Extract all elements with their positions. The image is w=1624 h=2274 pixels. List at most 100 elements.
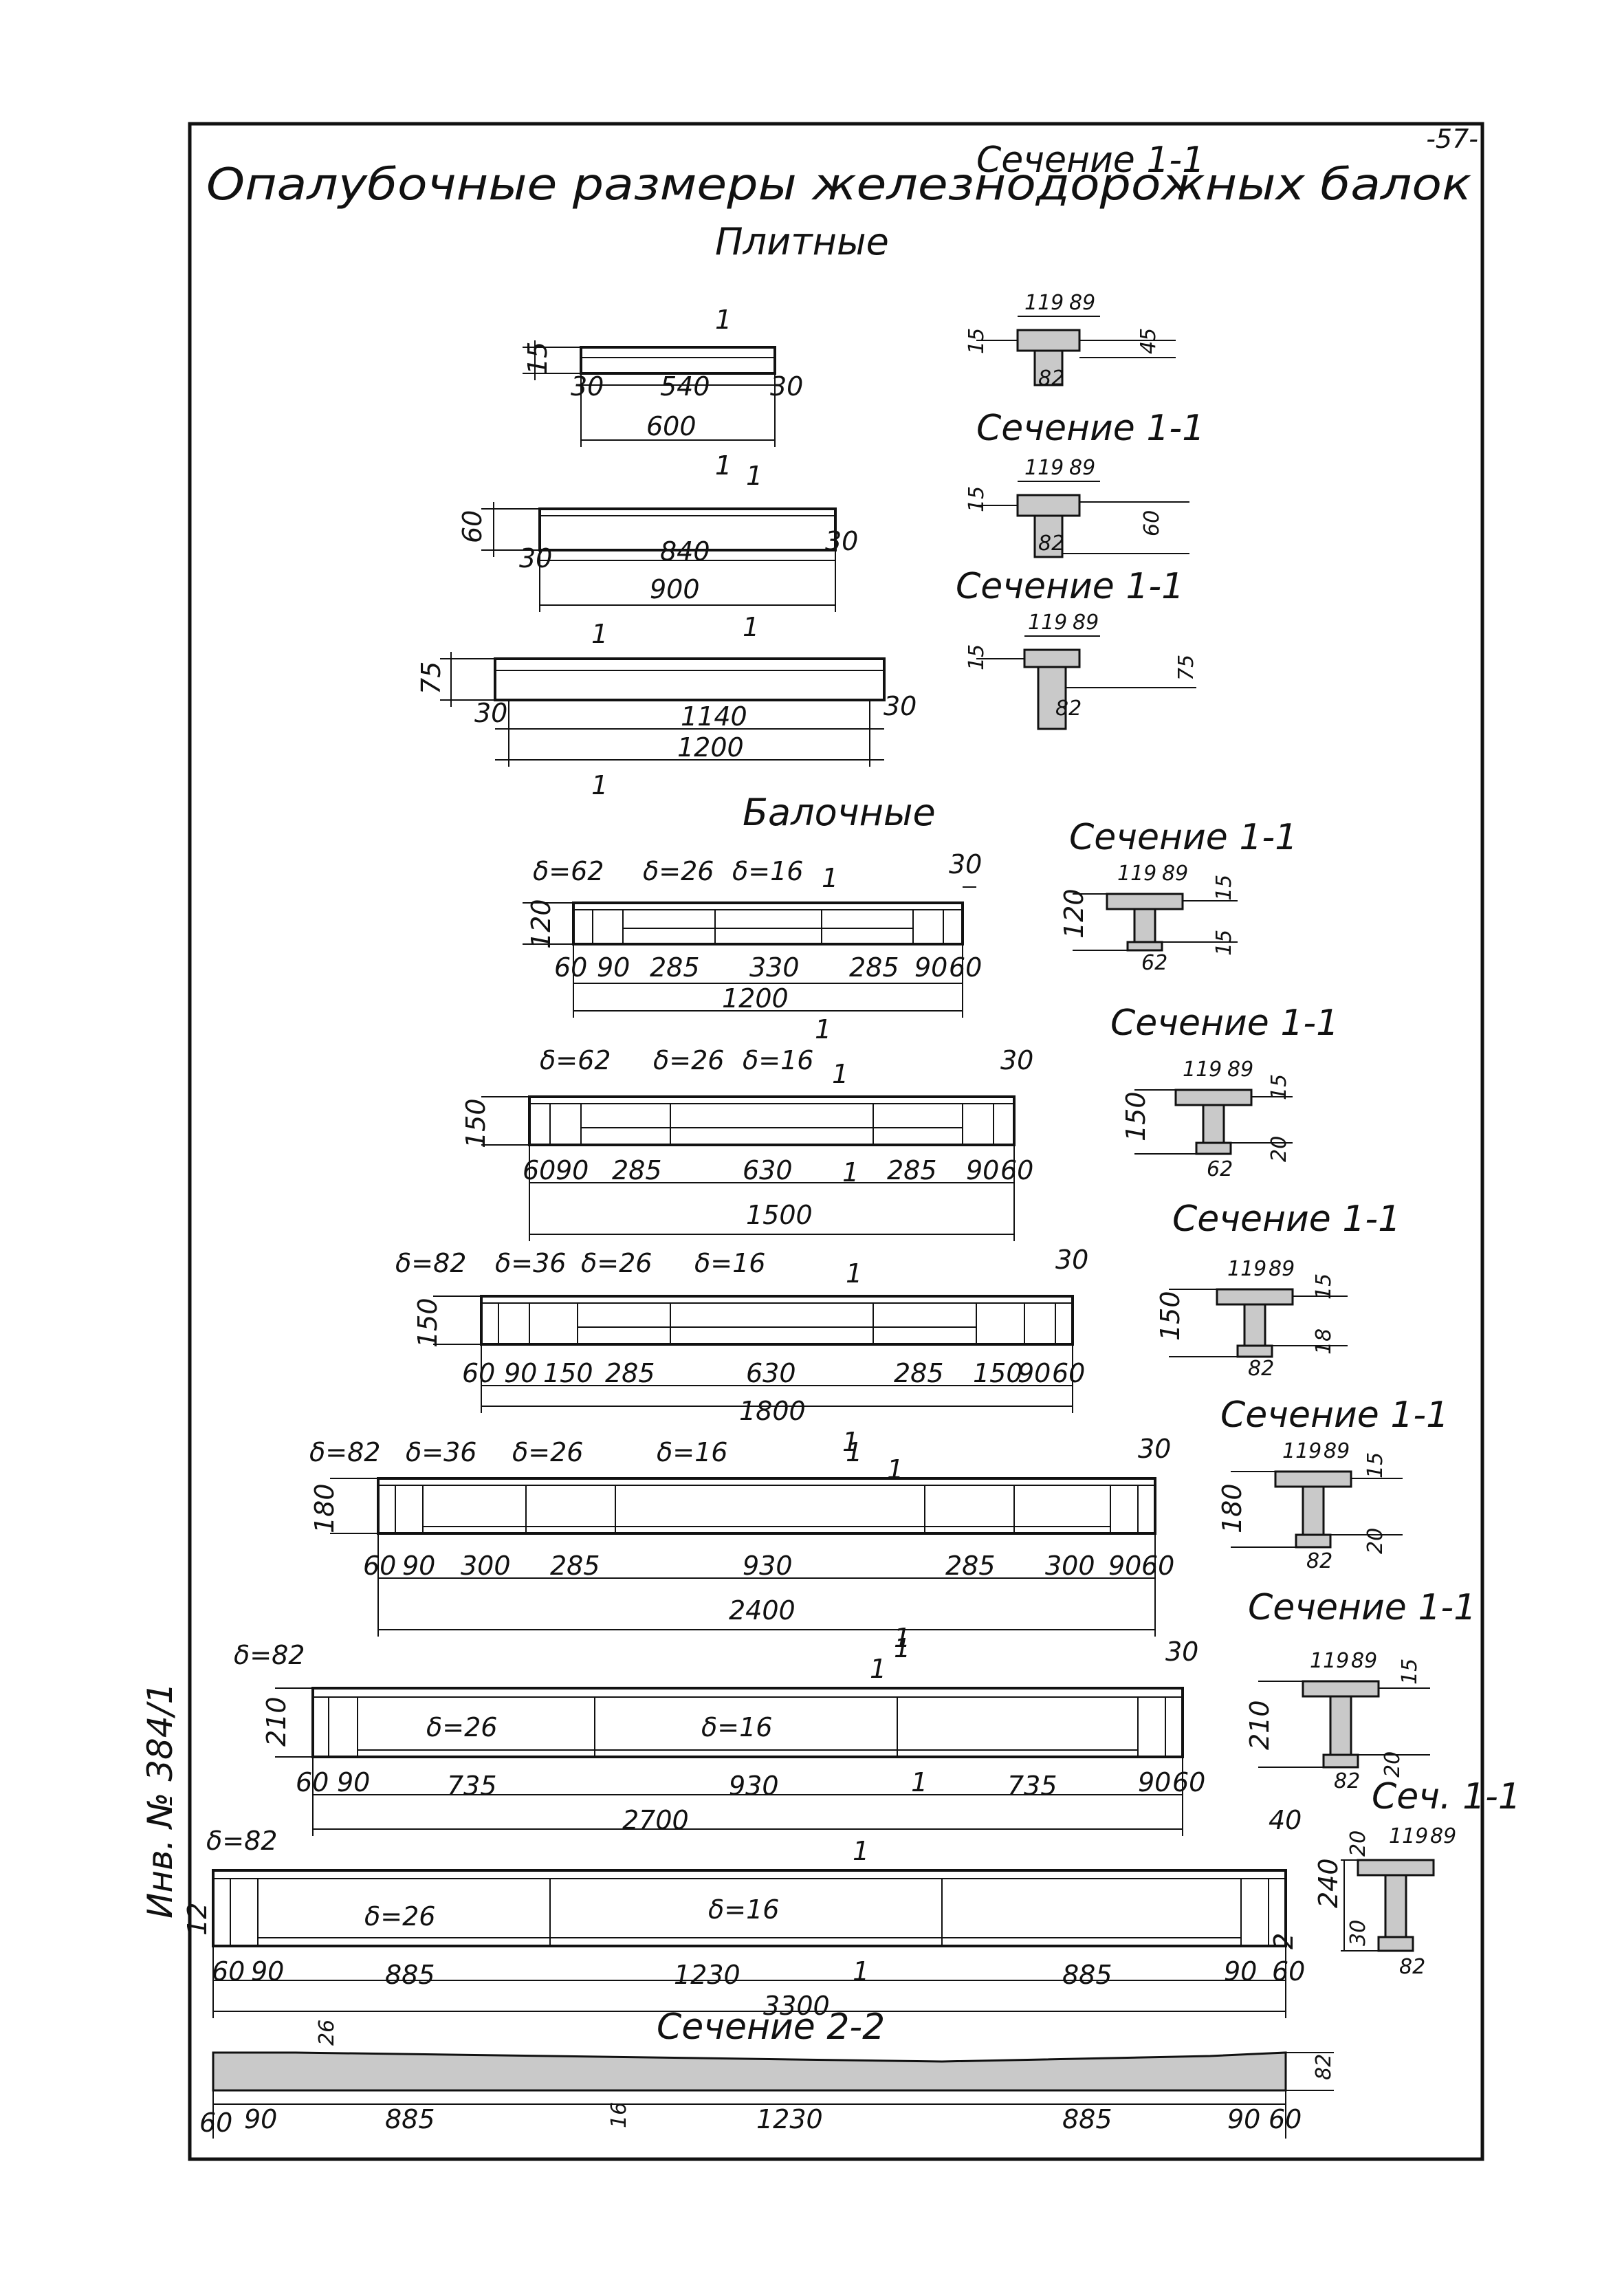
beam-6-seg: 60 (1272, 1956, 1305, 1987)
section-label: Сечение 1-1 (1220, 1395, 1449, 1436)
beam-3-seg: 150 (543, 1358, 593, 1388)
cut-mark: 1 (591, 770, 608, 800)
beam-3-seg: 285 (894, 1358, 944, 1388)
slab-3-end-right: 30 (884, 691, 917, 721)
beam-5-seg: 90 (1138, 1767, 1171, 1797)
cut-mark: 1 (842, 1157, 859, 1188)
beam-5-seg: 930 (729, 1771, 779, 1801)
beam-6-sec-height: 240 (1313, 1858, 1343, 1908)
beam-3-sec-top-right: 89 (1269, 1257, 1295, 1281)
beam-3-section (1169, 1288, 1348, 1358)
beam-4-end: 30 (1138, 1434, 1171, 1464)
section-2-2-seg: 60 (1269, 2104, 1302, 2134)
beam-4-seg: 60 (1141, 1551, 1174, 1581)
beam-1-seg: 90 (597, 952, 630, 983)
beam-5-sec-top-right: 89 (1351, 1649, 1377, 1673)
beam-5-height: 210 (261, 1696, 292, 1747)
section-label: Сечение 1-1 (976, 408, 1205, 449)
section-2-2-profile (212, 2051, 1334, 2139)
beam-2-total: 1500 (746, 1200, 813, 1230)
section-2-2-seg: 90 (1227, 2104, 1260, 2134)
slab-2-sec-bottom: 82 (1038, 532, 1064, 556)
beam-4-seg: 90 (1108, 1551, 1141, 1581)
slab-1-section (976, 316, 1176, 386)
beam-3-sec-bottom: 82 (1248, 1357, 1274, 1381)
beam-2-sec-top-left: 119 (1183, 1058, 1222, 1082)
slab-1-elevation: 1 1 (523, 305, 776, 481)
beam-1-sec-top-flange: 15 (1212, 875, 1236, 901)
beam-1-height: 120 (526, 899, 556, 949)
beam-5-seg: 60 (1172, 1767, 1205, 1797)
beam-3-sec-height: 150 (1155, 1291, 1185, 1341)
beam-3-elevation: 1 1 (433, 1258, 1074, 1457)
section-2-2-label: Сечение 2-2 (657, 2007, 885, 2048)
slab-3-section (976, 635, 1196, 730)
cut-mark: 1 (846, 1258, 862, 1289)
slab-1-sec-bottom: 82 (1038, 367, 1064, 391)
cut-mark: 1 (822, 863, 838, 893)
cut-mark: 1 (715, 450, 732, 481)
cut-mark: 1 (715, 450, 732, 481)
beam-2-seg: 90 (966, 1155, 999, 1185)
beam-6-sec-top-flange: 20 (1346, 1830, 1370, 1857)
beam-5-delta: δ=26 (426, 1712, 497, 1742)
cut-mark: 1 (746, 461, 762, 491)
beam-2-seg: 60 (523, 1155, 556, 1185)
beam-1-delta: δ=62 (533, 856, 604, 886)
beam-5-sec-bottom-flange: 20 (1381, 1751, 1405, 1778)
beam-5-total: 2700 (622, 1805, 689, 1835)
beam-5-sec-height: 210 (1244, 1700, 1275, 1750)
beam-4-delta: δ=36 (406, 1437, 476, 1467)
cut-mark: 1 (870, 1654, 886, 1684)
slab-3-sec-flange: 15 (965, 644, 989, 670)
section-2-2-seg: 885 (1062, 2104, 1112, 2134)
section-label: Сечение 1-1 (1069, 817, 1297, 858)
cut-mark: 1 (815, 1014, 831, 1045)
beam-6-seg: 1230 (674, 1960, 740, 1990)
beam-2-section (1134, 1089, 1293, 1155)
beam-3-total: 1800 (739, 1396, 806, 1426)
slab-1-inner: 540 (660, 371, 710, 402)
beam-2-delta: δ=62 (540, 1045, 611, 1075)
beam-1-delta: δ=26 (643, 856, 714, 886)
beam-2-sec-height: 150 (1121, 1091, 1151, 1141)
slab-1-sec-top-right: 89 (1069, 291, 1095, 315)
beam-4-sec-top-left: 119 (1282, 1439, 1321, 1463)
beam-1-sec-bottom-flange: 15 (1212, 930, 1236, 956)
section-label: Сечение 1-1 (1248, 1587, 1476, 1628)
beam-2-seg: 630 (743, 1155, 793, 1185)
beam-4-sec-height: 180 (1217, 1483, 1247, 1533)
beam-1-end: 30 (949, 849, 982, 879)
beam-1-sec-bottom: 62 (1141, 951, 1167, 975)
beam-6-sec-top-right: 89 (1430, 1824, 1456, 1848)
beam-2-elevation: 1 1 (481, 1059, 1016, 1241)
section-label: Сечение 1-1 (976, 140, 1205, 181)
beam-2-seg: 90 (556, 1155, 589, 1185)
cut-mark: 1 (591, 619, 608, 649)
beam-1-seg: 285 (650, 952, 700, 983)
beam-6-delta: δ=82 (206, 1826, 277, 1856)
section-2-2-seg: 90 (244, 2104, 277, 2134)
beam-2-sec-top-flange: 15 (1267, 1074, 1291, 1100)
beam-5-delta: δ=82 (234, 1640, 305, 1670)
beam-3-delta: δ=16 (694, 1248, 765, 1278)
beam-1-seg: 285 (849, 952, 899, 983)
slab-2-height: 60 (457, 510, 487, 543)
beam-2-seg: 285 (612, 1155, 662, 1185)
beam-4-sec-bottom-flange: 20 (1363, 1528, 1387, 1554)
slab-2-end-left: 30 (519, 543, 552, 573)
beam-4-delta: δ=26 (512, 1437, 583, 1467)
slab-2-elevation: 1 1 (481, 450, 837, 612)
beam-1-elevation: 1 1 (523, 863, 976, 1045)
beam-6-section (1341, 1859, 1435, 1952)
inventory-stamp: Инв. № 384/1 (140, 1683, 180, 1918)
beam-3-seg: 90 (504, 1358, 537, 1388)
beam-5-seg: 60 (296, 1767, 329, 1797)
beam-4-delta: δ=82 (309, 1437, 380, 1467)
beam-1-section (1073, 893, 1238, 952)
slab-3-sec-top-right: 89 (1073, 611, 1099, 635)
page-number: -57- (1426, 124, 1478, 154)
beam-3-delta: δ=26 (581, 1248, 652, 1278)
